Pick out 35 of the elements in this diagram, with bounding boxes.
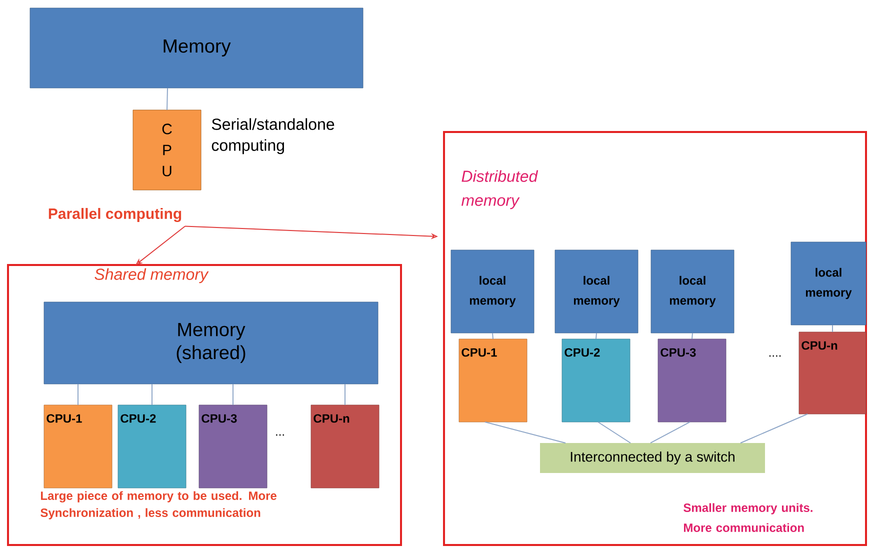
connector-line <box>650 422 690 444</box>
note-text: Large piece of memory to be used. More Synchronization , less communication <box>40 491 276 520</box>
memory-box: Memory (shared) <box>44 302 378 384</box>
cpu-box: CPU-1 <box>44 404 112 488</box>
ellipsis-text: .... <box>769 355 781 357</box>
caption-text: Serial/standalone computing <box>212 118 334 154</box>
memory-box: Memory <box>30 8 364 88</box>
memory-box: local memory <box>554 250 638 334</box>
memory-box: local memory <box>790 242 866 326</box>
cpu-box: CPU-2 <box>118 404 186 488</box>
heading-text: Parallel computing <box>48 208 182 222</box>
panel-heading: Distributed memory <box>461 170 538 210</box>
cpu-box: CPU-1 <box>458 338 528 422</box>
connector-line <box>692 332 693 340</box>
ellipsis-text: ... <box>276 434 284 436</box>
note-text: Smaller memory units. More communication <box>684 503 812 532</box>
connector-line <box>492 332 494 340</box>
connector-line <box>832 324 833 332</box>
connector-line <box>166 88 168 110</box>
cpu-box: C P U <box>132 110 202 190</box>
cpu-box: CPU-2 <box>562 338 630 422</box>
connector-line <box>484 422 566 444</box>
memory-box: local memory <box>650 250 734 334</box>
cpu-box: CPU-3 <box>658 338 726 422</box>
cpu-box: CPU-n <box>310 404 380 488</box>
panel-heading: Shared memory <box>94 268 209 284</box>
connector-line <box>596 332 597 340</box>
connector-line <box>740 414 808 444</box>
memory-box: local memory <box>450 250 534 334</box>
cpu-box: CPU-3 <box>198 404 268 488</box>
switch-box: Interconnected by a switch <box>540 443 765 473</box>
cpu-box: CPU-n <box>798 332 866 414</box>
connector-line <box>344 384 346 406</box>
connector-line <box>598 422 631 444</box>
connector-line <box>232 384 234 406</box>
